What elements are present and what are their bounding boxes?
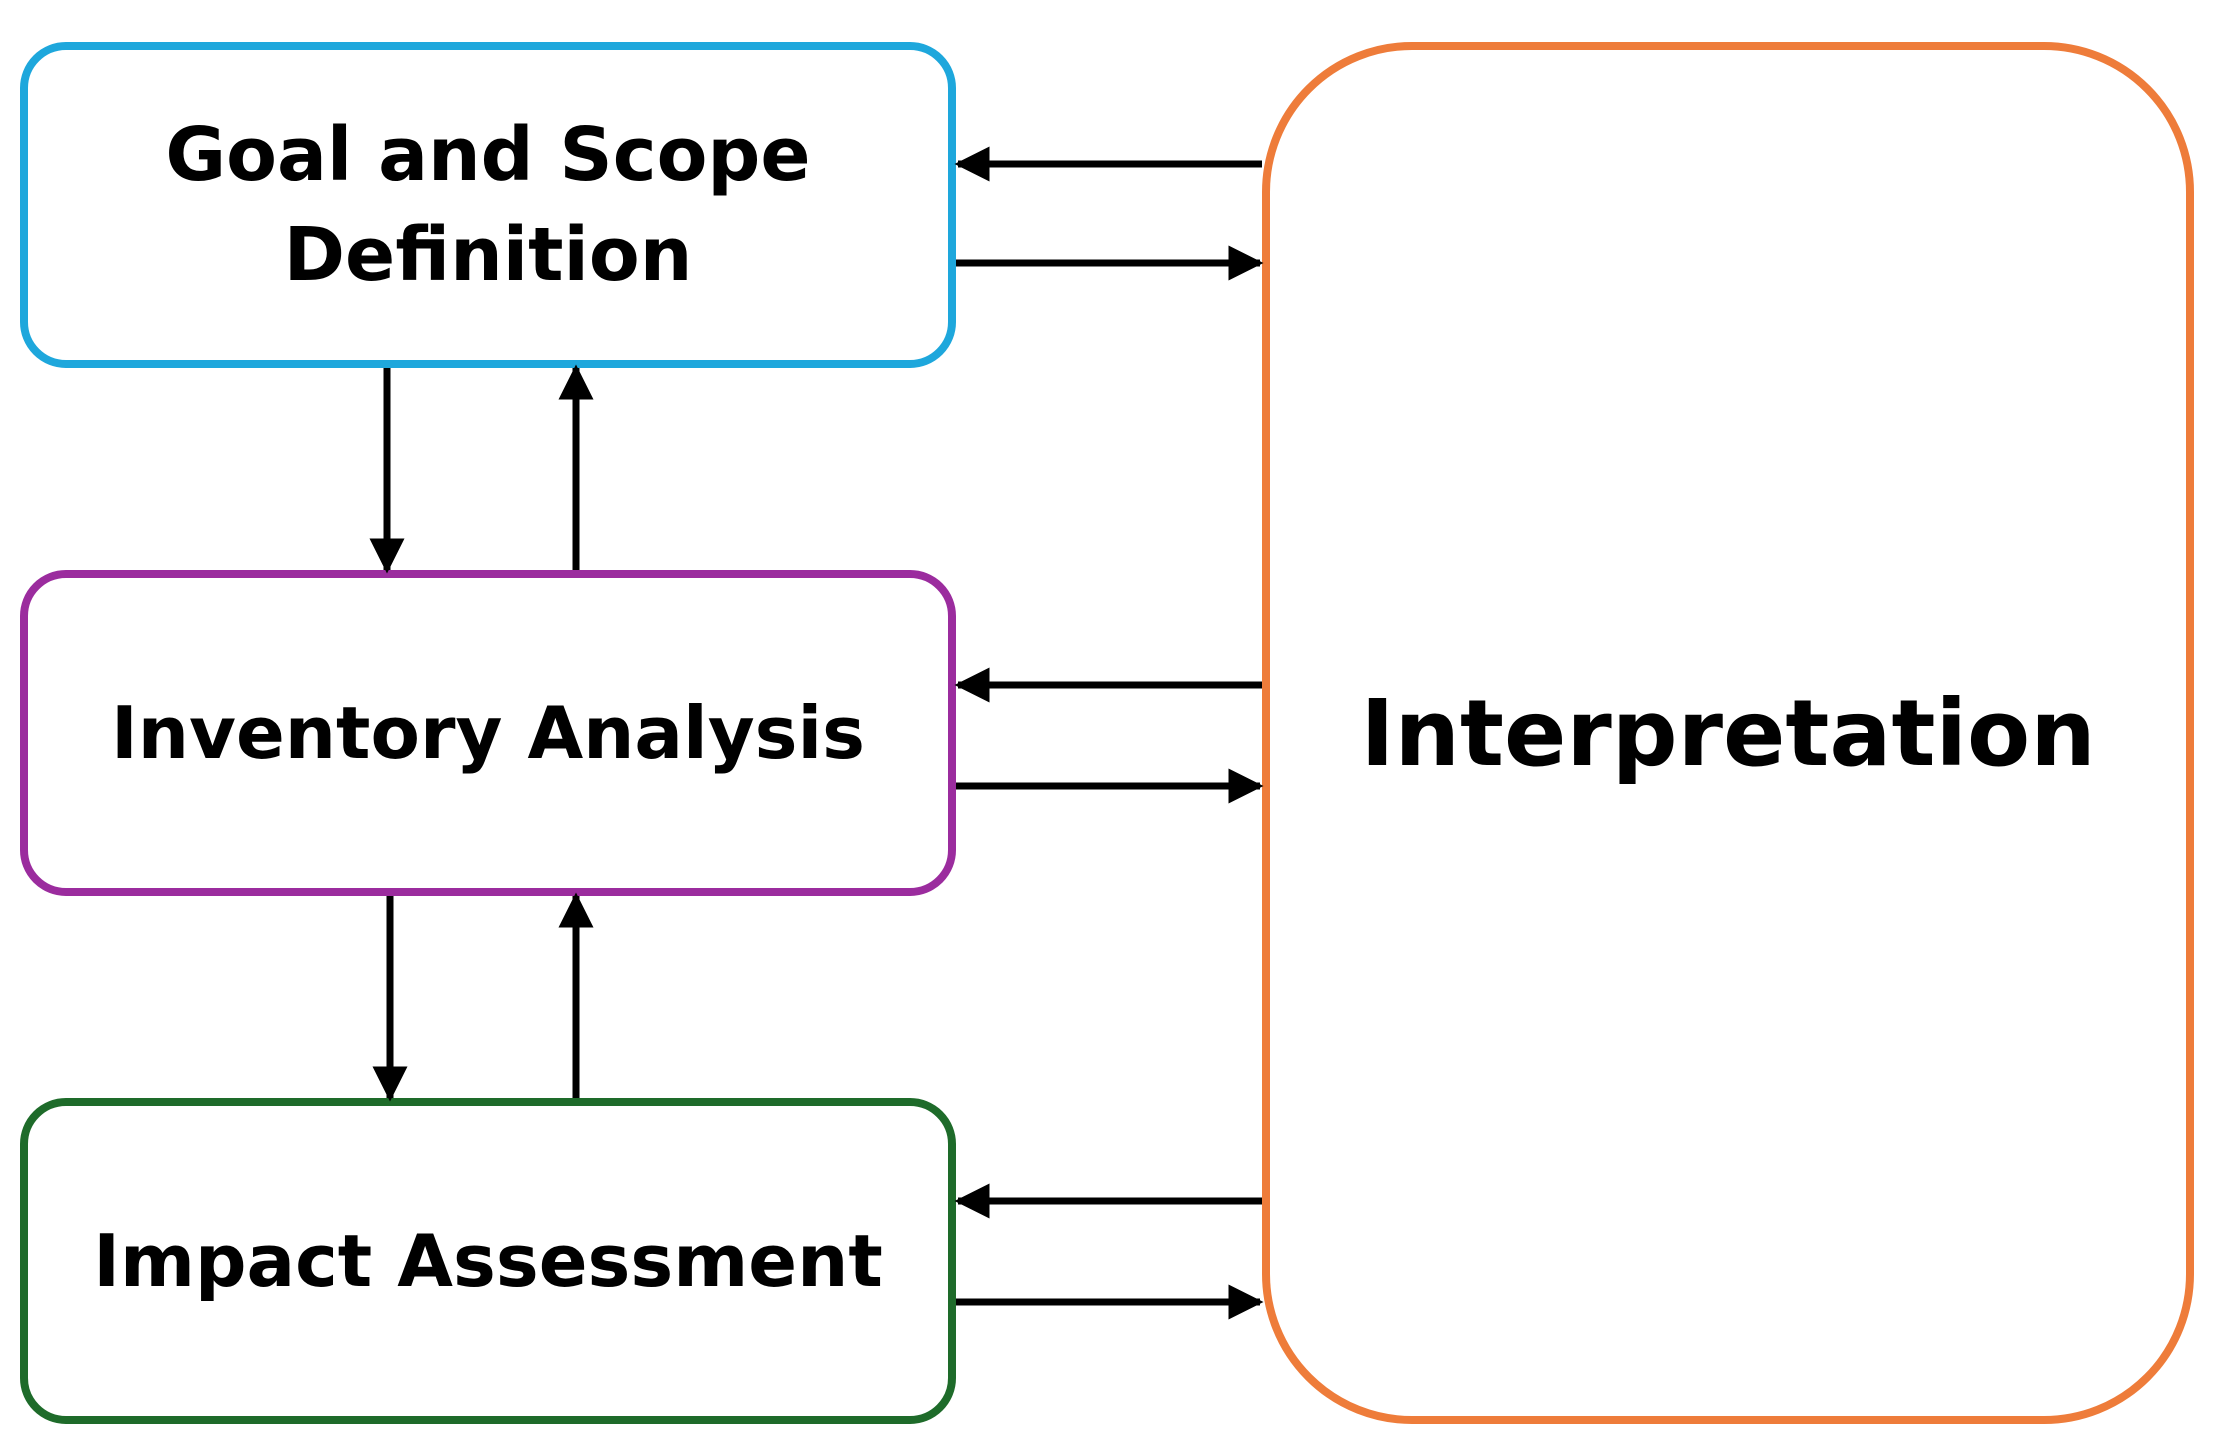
goal-label-line-1: Goal and Scope [165, 112, 811, 198]
goal-label-line-2: Definition [283, 212, 693, 298]
impact-assessment-box: Impact Assessment [20, 1098, 956, 1424]
goal-and-scope-label: Goal and Scope Definition [165, 105, 810, 305]
interpretation-label: Interpretation [1360, 679, 2096, 787]
impact-assessment-label: Impact Assessment [93, 1219, 883, 1303]
inventory-analysis-label: Inventory Analysis [110, 691, 866, 775]
goal-and-scope-box: Goal and Scope Definition [20, 42, 956, 368]
interpretation-box: Interpretation [1262, 42, 2194, 1424]
inventory-analysis-box: Inventory Analysis [20, 570, 956, 896]
